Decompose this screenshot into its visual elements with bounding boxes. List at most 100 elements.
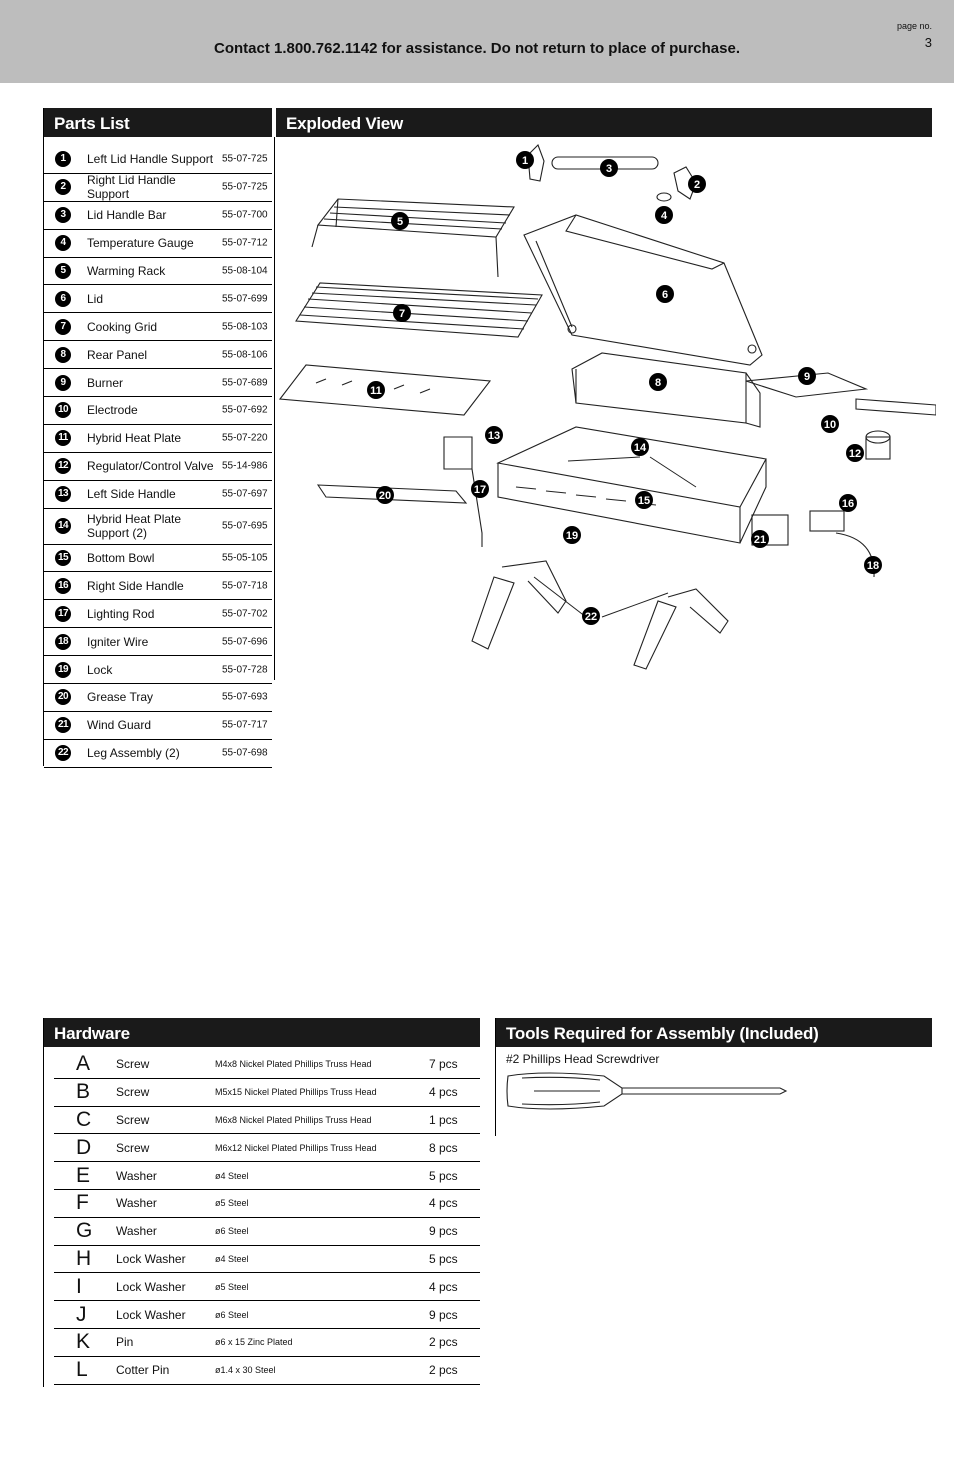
part-name: Right Side Handle: [87, 578, 184, 593]
part-code: 55-07-717: [222, 719, 268, 731]
part-code: 55-07-702: [222, 608, 268, 620]
part-code: 55-08-104: [222, 265, 268, 277]
callout-badge-10: 10: [821, 415, 839, 433]
part-name: Lighting Rod: [87, 606, 155, 621]
callout-badge-13: 13: [485, 426, 503, 444]
hardware-letter: D: [76, 1135, 92, 1159]
svg-text:5: 5: [397, 216, 403, 228]
part-code: 55-07-699: [222, 293, 268, 305]
part-code: 55-07-725: [222, 181, 268, 193]
callout-badge-21: 21: [751, 530, 769, 548]
part-number-badge: 7: [55, 318, 71, 335]
part-code: 55-07-689: [222, 377, 268, 389]
part-number-badge: 17: [55, 605, 71, 622]
page-number: 3: [924, 35, 932, 50]
hardware-description: M5x15 Nickel Plated Phillips Truss Head: [215, 1087, 377, 1098]
hardware-quantity: 8 pcs: [429, 1140, 458, 1155]
part-number-badge: 16: [55, 577, 71, 594]
hardware-description: M6x8 Nickel Plated Phillips Truss Head: [215, 1114, 372, 1125]
hardware-rule: [43, 1018, 44, 1387]
part-number-badge: 15: [55, 550, 71, 567]
hardware-name: Pin: [116, 1335, 134, 1350]
part-name: Left Side Handle: [87, 487, 176, 502]
svg-text:6: 6: [662, 289, 668, 301]
exploded-view-heading: Exploded View: [276, 108, 932, 137]
hardware-quantity: 2 pcs: [429, 1363, 458, 1378]
hardware-quantity: 7 pcs: [429, 1057, 458, 1072]
part-name: Igniter Wire: [87, 634, 149, 649]
tools-rule: [495, 1018, 496, 1136]
hardware-quantity: 9 pcs: [429, 1307, 458, 1322]
wind-guard-drawing: [751, 514, 789, 546]
svg-text:12: 12: [849, 448, 861, 460]
part-name: Electrode: [87, 403, 138, 418]
part-number-badge: 21: [55, 717, 71, 734]
hardware-description: M4x8 Nickel Plated Phillips Truss Head: [215, 1059, 372, 1070]
parts-list-heading: Parts List: [44, 108, 272, 137]
part-number-badge: 12: [55, 458, 71, 475]
svg-text:16: 16: [842, 498, 854, 510]
hardware-quantity: 5 pcs: [429, 1251, 458, 1266]
hardware-letter: C: [76, 1107, 92, 1131]
part-code: 55-14-986: [222, 460, 268, 472]
hardware-description: ø5 Steel: [215, 1281, 249, 1292]
warming-rack-drawing: [311, 198, 515, 278]
part-number-badge: 14: [55, 518, 71, 535]
hardware-letter: F: [76, 1191, 89, 1215]
regulator-drawing: [865, 430, 891, 460]
part-code: 55-07-220: [222, 432, 268, 444]
hardware-quantity: 4 pcs: [429, 1279, 458, 1294]
rear-panel-drawing: [571, 352, 761, 428]
part-code: 55-07-697: [222, 488, 268, 500]
svg-text:8: 8: [655, 377, 661, 389]
bottom-bowl-drawing: [496, 426, 767, 544]
hardware-name: Cotter Pin: [116, 1363, 170, 1378]
part-code: 55-07-695: [222, 520, 268, 532]
hardware-letter: G: [76, 1219, 93, 1243]
part-name: Bottom Bowl: [87, 551, 155, 566]
left-side-handle-drawing: [443, 436, 473, 470]
cooking-grid-drawing: [295, 282, 543, 338]
callout-badge-7: 7: [393, 304, 411, 322]
part-number-badge: 19: [55, 661, 71, 678]
parts-list-row: 17 Lighting Rod 55-07-702: [44, 600, 272, 629]
part-number-badge: 6: [55, 290, 71, 307]
hardware-name: Washer: [116, 1196, 157, 1211]
hardware-quantity: 2 pcs: [429, 1335, 458, 1350]
page-number-label: page no.: [896, 21, 932, 31]
svg-text:1: 1: [522, 155, 528, 167]
hardware-name: Screw: [116, 1140, 150, 1155]
part-name: Regulator/Control Valve: [87, 459, 214, 474]
right-side-handle-drawing: [809, 510, 845, 532]
svg-text:14: 14: [634, 442, 647, 454]
callout-badge-19: 19: [563, 526, 581, 544]
header-bar: Contact 1.800.762.1142 for assistance. D…: [0, 0, 954, 83]
part-name: Lid Handle Bar: [87, 208, 167, 223]
part-code: 55-07-692: [222, 404, 268, 416]
part-name: Lock: [87, 662, 113, 677]
callout-badge-5: 5: [391, 212, 409, 230]
temperature-gauge-drawing: [656, 192, 672, 202]
parts-list-row: 12 Regulator/Control Valve 55-14-986: [44, 453, 272, 481]
svg-text:13: 13: [488, 430, 500, 442]
hardware-description: ø5 Steel: [215, 1198, 249, 1209]
hardware-heading: Hardware: [44, 1018, 480, 1047]
callout-badge-16: 16: [839, 494, 857, 512]
left-lid-handle-support-drawing: [527, 144, 545, 182]
svg-text:7: 7: [399, 308, 405, 320]
